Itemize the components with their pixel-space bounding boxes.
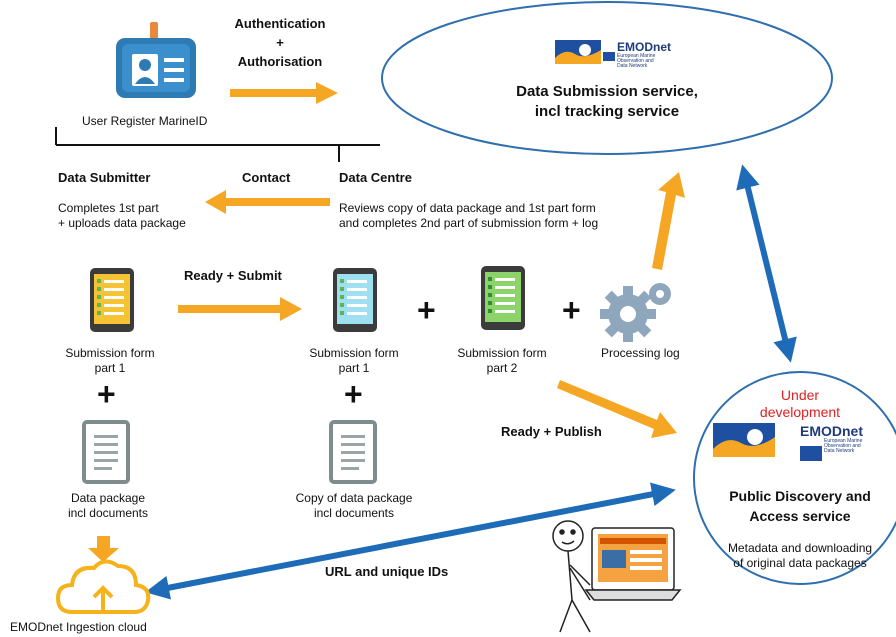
auth-line1: Authentication [234,16,326,31]
form1-mid-label: Submission form part 1 [292,346,416,376]
discovery-logo-word: EMODnet [800,423,863,439]
submission-logo-sub2: Observation and [617,58,654,64]
discovery-status: Under development [740,387,860,421]
auth-arrow [230,82,338,104]
eu-flag-icon-bottom [800,446,822,461]
discovery-logo-sub3: Data Network [824,448,855,454]
copy-package-line1: Copy of data package [295,491,413,505]
cloud-discovery-arrow [145,482,676,600]
data-package-label: Data package incl documents [46,491,170,521]
emodnet-wave-icon-top [555,40,615,64]
form1-left-label: Submission form part 1 [48,346,172,376]
processing-log-label: Processing log [601,346,680,360]
ready-publish-arrow [557,380,677,438]
plus-sign-1: + [417,292,436,328]
log-to-submission-arrow [652,172,685,270]
form1-mid-line2: part 1 [338,361,370,375]
data-centre-title: Data Centre [339,170,412,185]
tablet-form-icon-mid2 [481,266,525,330]
data-submitter-line2: + uploads data package [58,216,186,230]
data-submitter-desc: Completes 1st part + uploads data packag… [58,201,186,231]
cloud-upload-icon [55,559,151,614]
discovery-title-line2: Access service [749,508,851,524]
orange-arrows [88,82,685,562]
discovery-logo: EMODnet European Marine Observation and … [800,423,863,454]
auth-line3: Authorisation [237,54,323,69]
data-package-line2: incl documents [67,506,149,520]
copy-package-line2: incl documents [313,506,395,520]
gear-icon [600,283,671,342]
person-with-laptop-illustration [552,520,682,633]
submission-service-line1: Data Submission service, [516,83,698,100]
tablet-form-icon-left [90,268,134,332]
submission-service-line2: incl tracking service [534,103,680,120]
submission-discovery-arrow [736,164,797,363]
user-register-label: User Register MarineID [82,114,208,128]
form2-mid-line1: Submission form [457,346,547,360]
submission-logo-word: EMODnet [617,40,671,54]
submission-service-logo: EMODnet European Marine Observation and … [617,40,671,69]
form1-left-line1: Submission form [65,346,155,360]
blue-arrows [145,164,797,600]
auth-line2: + [276,35,284,50]
discovery-desc-line1: Metadata and downloading [727,541,873,555]
submission-service-oval [381,1,833,155]
submission-logo-sub3: Data Network [617,63,648,69]
discovery-title-line1: Public Discovery and [729,488,871,504]
copy-package-label: Copy of data package incl documents [284,491,424,521]
plus-sign-2: + [562,292,581,328]
discovery-logo-sub2: Observation and [824,443,861,449]
auth-label: Authentication + Authorisation [218,14,342,71]
discovery-desc-line2: of original data packages [733,556,867,570]
ready-submit-label: Ready + Submit [184,268,282,283]
discovery-status-line2: development [759,404,841,420]
data-centre-desc: Reviews copy of data package and 1st par… [339,201,598,231]
data-submitter-line1: Completes 1st part [58,201,159,215]
data-centre-line2: and completes 2nd part of submission for… [339,216,599,230]
discovery-logo-sub1: European Marine [824,438,863,444]
emodnet-wave-icon-bottom [713,423,775,457]
discovery-status-line1: Under [780,387,820,403]
submission-service-title: Data Submission service, incl tracking s… [500,82,714,122]
ready-publish-label: Ready + Publish [501,424,602,439]
form2-mid-line2: part 2 [486,361,518,375]
form1-left-line2: part 1 [94,361,126,375]
submission-logo-sub1: European Marine [617,53,656,59]
form1-mid-line1: Submission form [309,346,399,360]
tablet-form-icon-mid1 [333,268,377,332]
data-package-line1: Data package [70,491,146,505]
document-icon-mid [329,420,377,484]
ingestion-cloud-label: EMODnet Ingestion cloud [10,620,147,634]
contact-label: Contact [242,170,291,185]
plus-sign-3: + [97,376,116,412]
data-submitter-title: Data Submitter [58,170,151,185]
register-connector-lines [55,127,380,162]
package-to-cloud-arrow [88,536,119,562]
id-badge-icon [116,22,196,98]
form2-mid-label: Submission form part 2 [440,346,564,376]
ready-submit-arrow [178,297,302,321]
document-icon-left [82,420,130,484]
url-ids-label: URL and unique IDs [325,564,449,579]
plus-sign-4: + [344,376,363,412]
discovery-title: Public Discovery and Access service [700,486,896,526]
data-centre-line1: Reviews copy of data package and 1st par… [339,201,596,215]
discovery-desc: Metadata and downloading of original dat… [700,541,896,571]
contact-arrow [205,190,330,214]
